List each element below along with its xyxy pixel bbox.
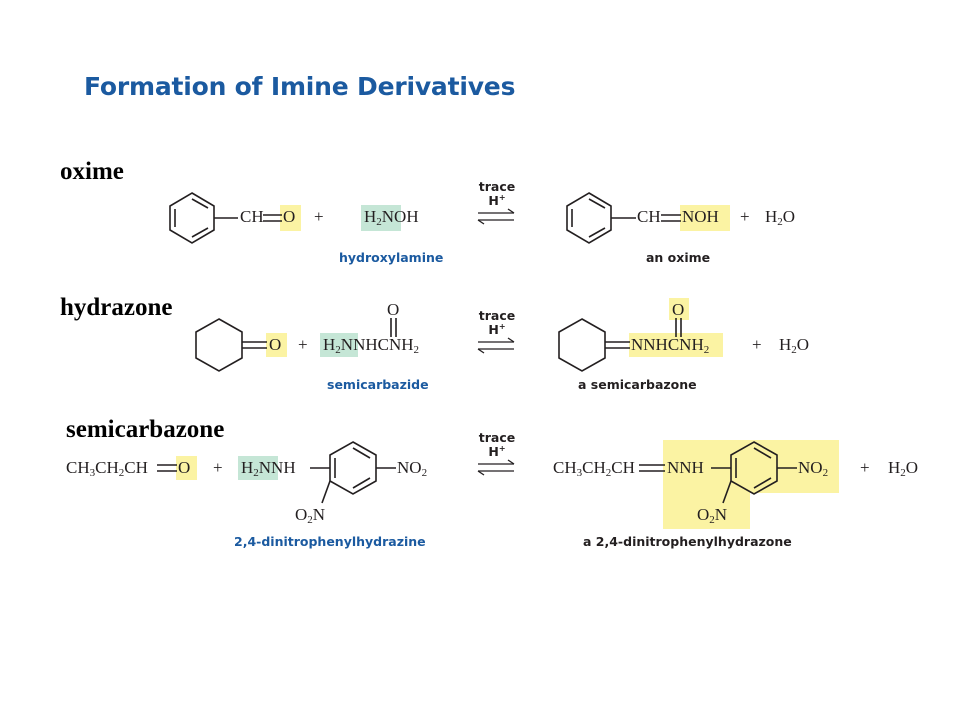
r3-reagent-no2: NO2 [397,458,428,479]
r1-hydroxylamine-formula: H2NOH [364,207,419,228]
r3-reagent-caption: 2,4-dinitrophenylhydrazine [234,534,426,549]
r1-product-caption: an oxime [646,250,711,265]
cyclohexane-ring-reactant-2 [195,318,267,372]
r2-reagent-caption: semicarbazide [327,377,429,392]
r1-reagent-caption: hydroxylamine [339,250,444,265]
r3-product-no2: NO2 [798,458,829,479]
r1-plus-1: + [314,207,324,226]
row-label-semicarbazone: semicarbazone [66,416,225,443]
highlight-carbonyl-o-2 [266,333,287,357]
highlight-amine-nh2-1 [361,205,401,231]
r1-water: H2O [765,207,796,228]
r2-carbonyl-o: O [269,335,282,354]
dinitrophenyl-ring-reactant-3 [310,441,396,504]
r3-product-o2n: O2N [697,505,728,526]
benzene-ring-reactant-1 [169,192,238,244]
r1-carbonyl-o: O [283,207,296,226]
r3-product-chain: CH3CH2CH [553,458,635,479]
r2-plus-2: + [752,335,762,354]
benzene-ring-product-1 [566,192,636,244]
r1-plus-2: + [740,207,750,226]
row-label-oxime: oxime [60,158,124,185]
r3-dnph-amine: H2NNH [241,458,296,479]
highlight-amine-nh2-3 [238,456,278,480]
r3-propanal-chain: CH3CH2CH [66,458,148,479]
highlight-dnp-group-bottom [663,492,750,529]
r2-product-nnhcnh2: NNHCNH2 [631,335,710,356]
dinitrophenyl-ring-product-3 [711,441,797,504]
r3-carbonyl-o: O [178,458,191,477]
r3-product-nnh: NNH [667,458,704,477]
r1-ch-text: CH [240,207,264,226]
highlight-noh [680,205,730,231]
highlight-dnp-group-top [663,440,839,493]
r2-plus-1: + [298,335,308,354]
r3-plus-2: + [860,458,870,477]
page-title: Formation of Imine Derivatives [84,72,516,101]
highlight-amine-nh2-2 [320,333,358,357]
r2-product-caption: a semicarbazone [578,377,697,392]
r3-plus-1: + [213,458,223,477]
r3-product-caption: a 2,4-dinitrophenylhydrazone [583,534,792,549]
equilibrium-arrow-2 [477,337,515,354]
highlight-product-o-2 [669,298,689,320]
equilibrium-arrow-1 [477,208,515,225]
r2-reagent-o: O [387,300,400,319]
equilibrium-arrow-3 [477,459,515,476]
r3-water: H2O [888,458,919,479]
r1-product-noh: NOH [682,207,719,226]
r1-product-ch: CH [637,207,661,226]
highlight-carbonyl-o-3 [176,456,197,480]
r2-semicarbazide-formula: H2NNHCNH2 [323,335,420,356]
r2-water: H2O [779,335,810,356]
r2-product-o: O [672,300,685,319]
row-label-hydrazone: hydrazone [60,294,173,321]
r3-reagent-o2n: O2N [295,505,326,526]
cyclohexane-ring-product-2 [558,318,630,372]
highlight-carbonyl-o-1 [280,205,301,231]
